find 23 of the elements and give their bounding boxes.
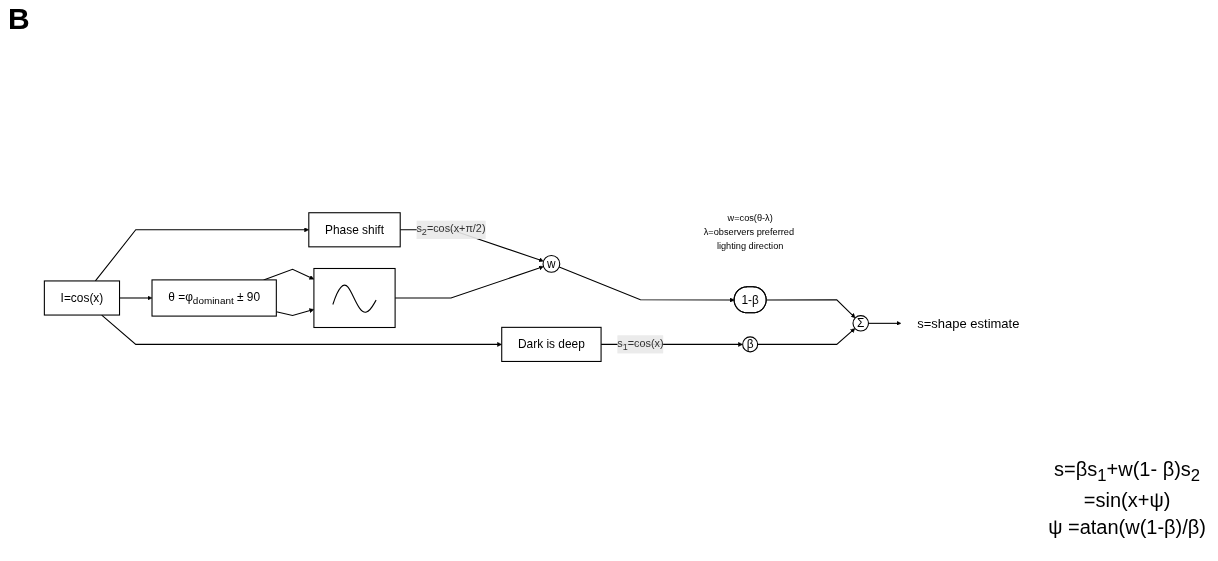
equation: s=βs$_{1}$+w(1- β)s$_{2}$ xyxy=(1053,456,1202,487)
arrow xyxy=(101,314,502,347)
operator-node: Σ xyxy=(852,315,870,332)
arrow xyxy=(558,266,735,303)
equation: ψ =atan(w(1-β)/β) xyxy=(1048,515,1206,540)
process-box: Dark is deep xyxy=(501,326,602,363)
equation: =sin(x+ψ) xyxy=(1082,488,1172,513)
arrow xyxy=(94,227,309,282)
beside-note: w=cos(θ-λ) λ=observers preferred lighting direction xyxy=(703,213,794,252)
output-label: s=shape estimate xyxy=(917,315,1020,331)
arrow xyxy=(757,328,856,346)
process-box: I=cos(x) xyxy=(43,280,121,316)
edge-label: s$_{1}$=cos(x) xyxy=(617,337,664,353)
arrow xyxy=(119,295,153,301)
operator-node: β xyxy=(742,336,759,353)
operator-node: 1-β xyxy=(733,286,767,314)
edge-label: s$_{2}$=cos(x+π/2) xyxy=(416,222,486,238)
panel-letter: B xyxy=(8,2,30,36)
process-box: θ =φ$_{dominant}$ ± 90 xyxy=(151,279,277,317)
arrow xyxy=(867,321,902,326)
sine-wave-box xyxy=(313,268,396,329)
operator-node: w xyxy=(542,255,561,273)
process-box: Phase shift xyxy=(308,212,401,248)
